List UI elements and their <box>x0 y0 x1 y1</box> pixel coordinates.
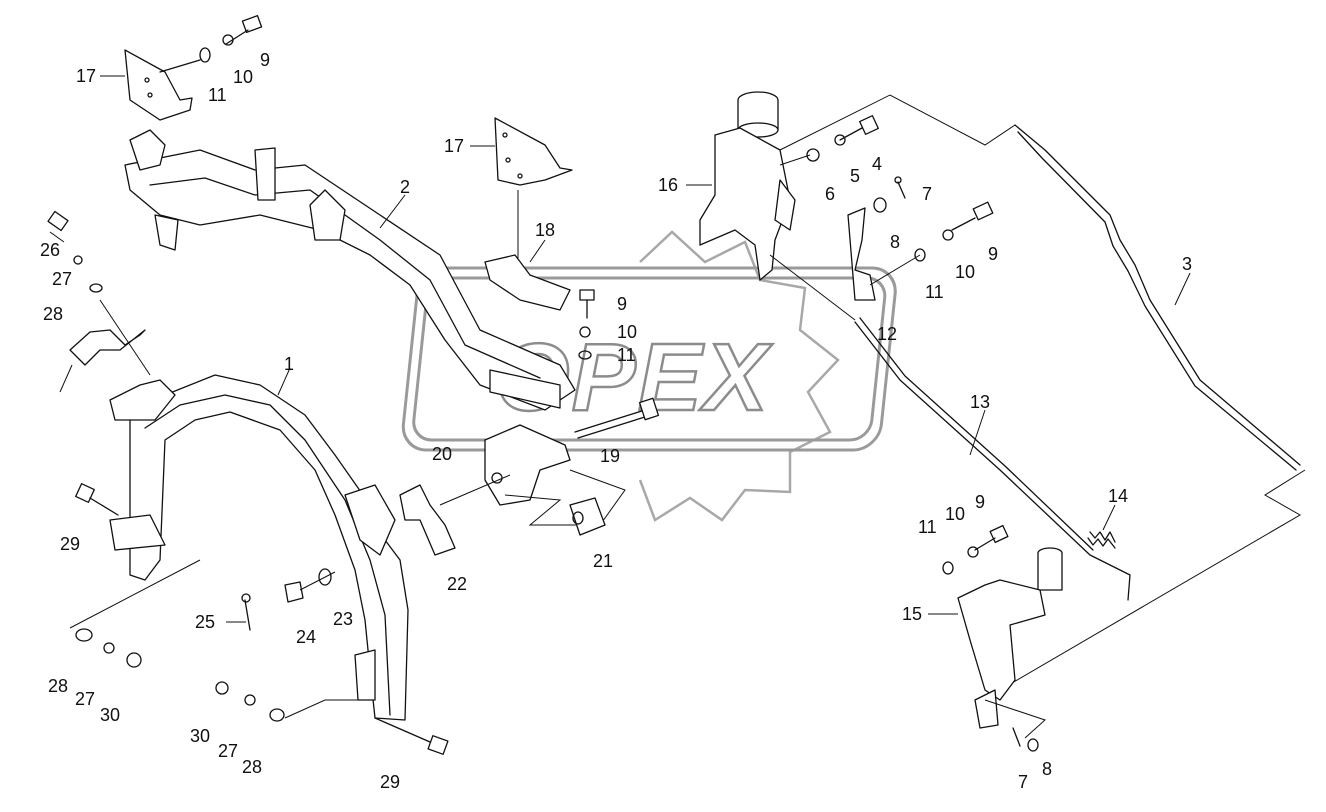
watermark-gear <box>638 230 840 522</box>
callout-30-bottom-left: 30 <box>100 705 120 725</box>
part-1-main-frame <box>109 374 409 721</box>
part-14-spring <box>1087 531 1116 549</box>
callout-10-lower-right: 10 <box>945 504 965 524</box>
fastener-set-23-25 <box>241 568 336 631</box>
callout-20: 20 <box>432 444 452 464</box>
part-29-bolt-left <box>75 483 119 516</box>
fastener-set-right-top <box>869 201 994 286</box>
part-18-bracket <box>484 254 571 311</box>
callout-17-center: 17 <box>444 136 464 156</box>
callout-5: 5 <box>850 166 860 186</box>
callout-29-left: 29 <box>60 534 80 554</box>
callout-11-top-left: 11 <box>208 85 227 105</box>
part-22-clamp <box>399 474 511 556</box>
callout-4: 4 <box>872 154 882 174</box>
callout-21: 21 <box>593 551 613 571</box>
callout-10-top-left: 10 <box>233 67 253 87</box>
part-17-plate-left <box>124 49 201 121</box>
callout-7-bottom: 7 <box>1018 772 1028 792</box>
callout-6: 6 <box>825 184 835 204</box>
callout-28-bottom-left: 28 <box>48 676 68 696</box>
callout-11-top-right: 11 <box>925 282 944 302</box>
callout-labels: 1 2 3 4 5 6 7 8 9 10 11 12 13 14 15 16 1… <box>40 50 1192 792</box>
callout-25: 25 <box>195 612 215 632</box>
callout-22: 22 <box>447 574 467 594</box>
callout-18: 18 <box>535 220 555 240</box>
callout-8-bottom: 8 <box>1042 759 1052 779</box>
fastener-set-center <box>578 289 595 360</box>
strap-clamp-left <box>47 210 151 393</box>
part-16-pedal-assembly <box>699 91 856 321</box>
part-20-mount <box>484 424 626 526</box>
callout-14: 14 <box>1108 486 1128 506</box>
callout-3: 3 <box>1182 254 1192 274</box>
callout-15: 15 <box>902 604 922 624</box>
callout-9-lower-right: 9 <box>975 492 985 512</box>
fastener-set-bottom-left <box>69 559 365 722</box>
callout-1: 1 <box>284 354 294 374</box>
callout-30-bottom: 30 <box>190 726 210 746</box>
part-29-bolt-bottom <box>374 717 449 755</box>
watermark-frame-inner <box>412 276 887 442</box>
callout-9-center: 9 <box>617 294 627 314</box>
callout-12: 12 <box>877 324 897 344</box>
fastener-set-right-lower <box>942 524 1009 575</box>
callout-9-top-left: 9 <box>260 50 270 70</box>
callout-leaders <box>49 75 1191 623</box>
part-15-pedal-lower <box>957 547 1063 729</box>
callout-11-lower-right: 11 <box>918 517 937 537</box>
callout-10-top-right: 10 <box>955 262 975 282</box>
callout-8-top: 8 <box>890 232 900 252</box>
callout-29-bottom: 29 <box>380 772 400 792</box>
part-13-rod <box>854 317 1131 601</box>
fastener-set-7-8-top <box>873 176 906 213</box>
callout-16: 16 <box>658 175 678 195</box>
callout-23: 23 <box>333 609 353 629</box>
fastener-set-top-left <box>199 14 263 63</box>
callout-7-top: 7 <box>922 184 932 204</box>
callout-2: 2 <box>400 177 410 197</box>
part-21-rubber-block <box>569 497 606 536</box>
callout-11-center: 11 <box>617 345 636 365</box>
callout-27-left: 27 <box>52 269 72 289</box>
part-3-long-rod <box>779 94 1306 691</box>
callout-27-bottom: 27 <box>218 741 238 761</box>
part-17-plate-center <box>494 117 573 262</box>
part-12-bracket <box>847 207 876 301</box>
callout-19: 19 <box>600 446 620 466</box>
callout-24: 24 <box>296 627 316 647</box>
watermark-frame-outer <box>401 266 897 452</box>
callout-9-top-right: 9 <box>988 244 998 264</box>
callout-28-bottom: 28 <box>242 757 262 777</box>
part-2-frame-rail <box>124 129 576 411</box>
callout-10-center: 10 <box>617 322 637 342</box>
callout-26: 26 <box>40 240 60 260</box>
part-19-long-bolt <box>574 397 660 439</box>
fastener-set-4-6 <box>779 115 879 166</box>
callout-13: 13 <box>970 392 990 412</box>
callout-27-bottom-left: 27 <box>75 689 95 709</box>
callout-17-left: 17 <box>76 66 96 86</box>
fastener-set-7-8-bottom <box>984 699 1046 752</box>
callout-28-left: 28 <box>43 304 63 324</box>
